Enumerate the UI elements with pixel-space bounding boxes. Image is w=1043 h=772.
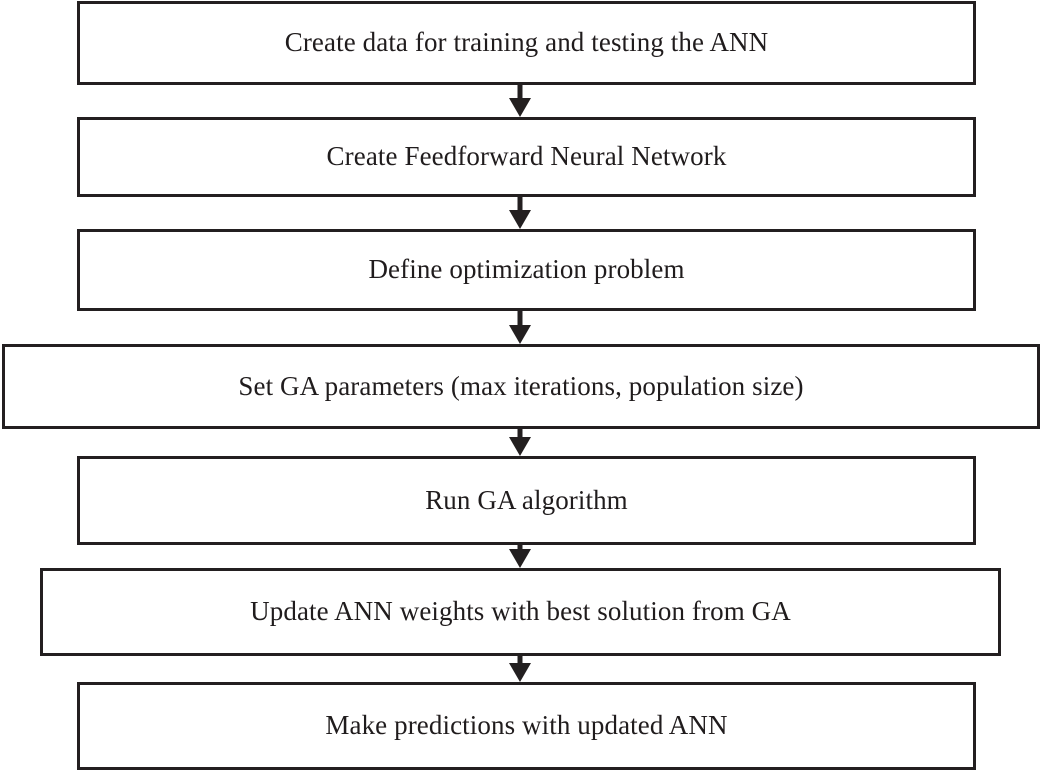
process-box-label: Define optimization problem (368, 254, 685, 285)
process-box-label: Set GA parameters (max iterations, popul… (238, 370, 804, 401)
process-box-step-1[interactable]: Create data for training and testing the… (77, 1, 976, 85)
process-box-step-7[interactable]: Make predictions with updated ANN (77, 682, 976, 770)
process-box-label: Run GA algorithm (425, 484, 628, 515)
down-arrow-icon (506, 545, 534, 568)
process-box-label: Create data for training and testing the… (284, 27, 769, 58)
process-box-step-4[interactable]: Set GA parameters (max iterations, popul… (2, 344, 1040, 429)
process-box-label: Create Feedforward Neural Network (326, 141, 727, 172)
process-box-step-5[interactable]: Run GA algorithm (77, 456, 976, 545)
down-arrow-icon (506, 85, 534, 117)
down-arrow-icon (506, 311, 534, 344)
down-arrow-icon (506, 656, 534, 682)
process-box-label: Make predictions with updated ANN (325, 710, 728, 741)
down-arrow-icon (506, 197, 534, 229)
process-box-step-3[interactable]: Define optimization problem (77, 229, 976, 311)
process-box-step-6[interactable]: Update ANN weights with best solution fr… (40, 568, 1001, 656)
process-box-label: Update ANN weights with best solution fr… (250, 596, 791, 627)
process-box-step-2[interactable]: Create Feedforward Neural Network (77, 117, 976, 197)
down-arrow-icon (506, 429, 534, 456)
